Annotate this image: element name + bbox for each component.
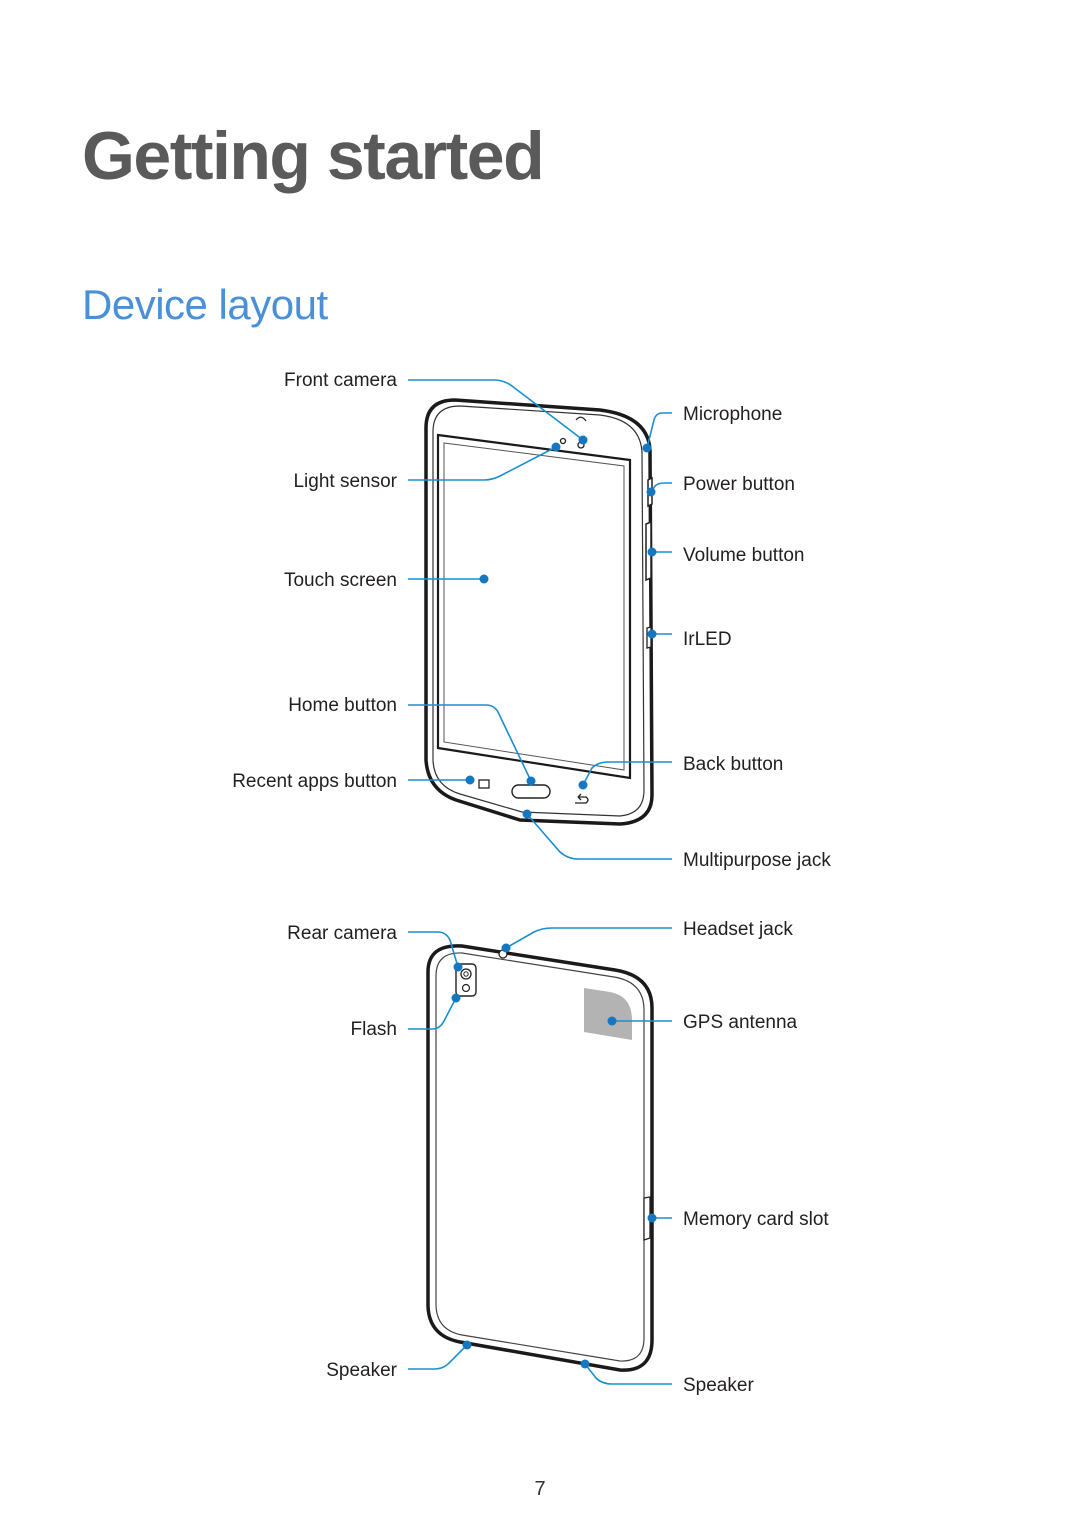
rear-device-body	[426, 944, 654, 1372]
label-speaker-right: Speaker	[683, 1375, 754, 1396]
label-touch-screen: Touch screen	[284, 570, 397, 591]
label-gps-antenna: GPS antenna	[683, 1012, 798, 1033]
multipurpose-jack-leader	[526, 813, 672, 860]
flash-lens	[461, 983, 471, 993]
label-volume-button: Volume button	[683, 545, 804, 566]
back-icon	[575, 793, 589, 804]
label-multipurpose-jack: Multipurpose jack	[683, 850, 831, 871]
label-light-sensor: Light sensor	[293, 471, 397, 492]
light-sensor-leader	[408, 446, 557, 481]
label-power-button: Power button	[683, 474, 795, 495]
label-home-button: Home button	[288, 695, 397, 716]
light-sensor-lens	[559, 437, 567, 445]
speaker-left-leader	[408, 1344, 468, 1370]
label-irled: IrLED	[683, 629, 732, 650]
label-rear-camera: Rear camera	[287, 923, 397, 944]
home-button-leader	[408, 704, 532, 782]
rear-camera-leader	[408, 931, 459, 968]
page-title: Getting started	[82, 118, 545, 194]
label-headset-jack: Headset jack	[683, 919, 793, 940]
recent-apps-icon	[478, 779, 490, 789]
label-recent-apps-button: Recent apps button	[232, 771, 397, 792]
front-camera-leader	[408, 379, 584, 441]
speaker-right-leader	[584, 1363, 672, 1385]
rear-device-illustration	[426, 944, 654, 1372]
label-front-camera: Front camera	[284, 370, 397, 391]
back-button-leader	[582, 761, 672, 786]
label-microphone: Microphone	[683, 404, 782, 425]
label-back-button: Back button	[683, 754, 783, 775]
label-speaker-left: Speaker	[326, 1360, 397, 1381]
front-device-illustration	[424, 398, 654, 826]
microphone-leader	[646, 412, 672, 449]
power-button-leader	[650, 482, 672, 493]
page-number: 7	[534, 1478, 546, 1500]
rear-camera-lens	[460, 968, 472, 980]
memory-card-slot-shape	[643, 1196, 651, 1241]
flash-leader	[408, 997, 457, 1030]
section-title: Device layout	[82, 281, 328, 328]
gps-antenna-area	[584, 988, 632, 1040]
home-button-shape	[511, 784, 551, 799]
label-flash: Flash	[351, 1019, 397, 1040]
headset-jack-leader	[505, 927, 672, 949]
label-memory-card-slot: Memory card slot	[683, 1209, 829, 1230]
touch-screen-area	[436, 433, 632, 780]
